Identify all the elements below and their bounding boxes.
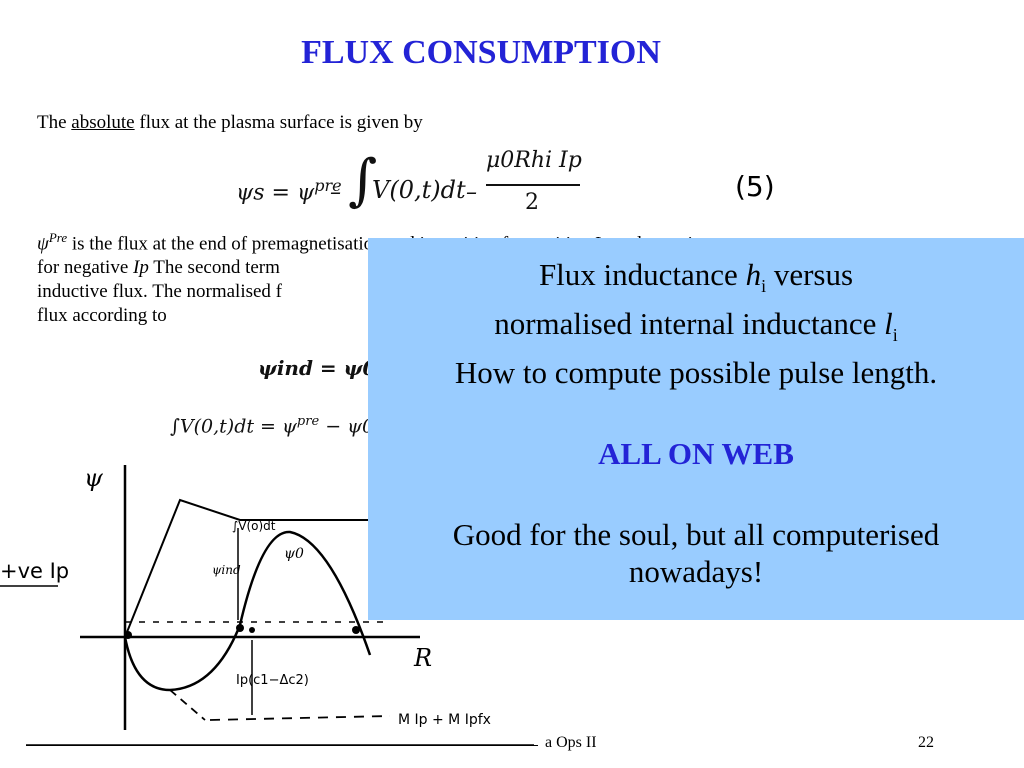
sketch-dashed-bottom [209,715,391,721]
sketch-label-psi-ind: ψind [212,563,241,577]
callout-line-1: Flux inductance hi versus [538,257,854,297]
intro-before: The [37,112,67,133]
equation-integral: V(0,t)dt [372,176,466,204]
paragraph-line-3: inductive flux. The normalised f [37,281,283,303]
sketch-flux-curve [123,530,372,692]
callout-line-4: Good for the soul, but all computerised [452,517,940,553]
integral-sign: ∫ [348,148,378,213]
sketch-point-2 [249,627,255,633]
callout-line-2: normalised internal inductance li [494,306,898,346]
slide-title: FLUX CONSUMPTION [301,34,661,71]
fraction-bar [486,184,580,186]
footer-page-number: 22 [918,734,934,751]
sketch-origin-point [124,631,132,639]
callout-line-3: How to compute possible pulse length. [454,355,938,391]
sketch-dashed-diagonal [169,689,206,721]
sketch-label-psi0: ψ0 [284,546,304,562]
intro-underlined: absolute [71,112,135,133]
sketch-label-x: R [413,644,432,672]
equation-numerator: μ0Rhi Ip [486,148,582,173]
sketch-plateau-curve [124,498,400,638]
intro-text: The absolute flux at the plasma surface … [37,112,423,134]
equation-denominator: 2 [525,190,539,215]
intro-after: flux at the plasma surface is given by [139,112,423,133]
equation-flux-balance: ∫V(0,t)dt = ψpre − ψ0 [170,414,375,438]
callout-box: Flux inductance hi versus normalised int… [368,238,1024,620]
paragraph-line-2: for negative Ip The second term [37,257,280,279]
equation-lhs: ψs = ψpre [236,176,342,206]
sketch-point-1 [236,624,244,632]
callout-line-5: nowadays! [628,554,764,590]
paragraph-line-4: flux according to [37,305,167,327]
footer-course: a Ops II [545,734,597,751]
sketch-point-3 [352,626,360,634]
sketch-label-bottom: M Ip + M Ipfx [398,712,491,728]
sketch-label-side: +ve Ip [0,559,69,583]
footer-rule [26,745,538,746]
sketch-label-y: ψ [84,464,104,492]
sketch-label-ip: Ip(c1−Δc2) [236,673,309,688]
sketch-label-top: ∫V(o)dt [232,519,276,533]
callout-highlight: ALL ON WEB [598,436,794,472]
equation-number: (5) [735,170,775,203]
